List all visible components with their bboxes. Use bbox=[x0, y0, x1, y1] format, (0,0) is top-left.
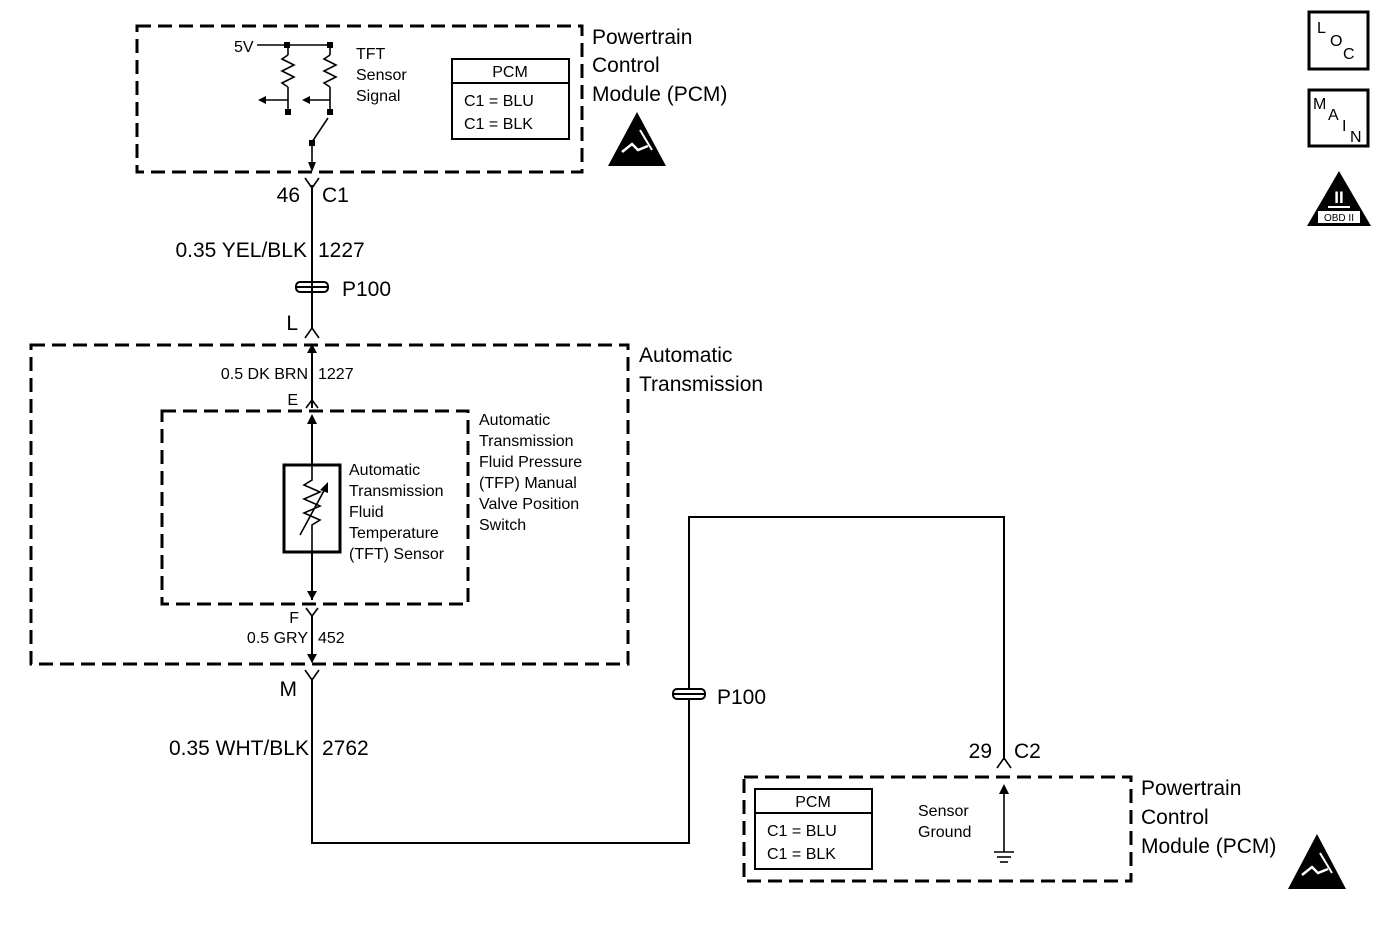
p100-upper-label: P100 bbox=[342, 278, 391, 301]
p100-lower-pass-through bbox=[672, 688, 706, 700]
loc-icon: L O C bbox=[1307, 10, 1370, 71]
tfp-switch-line-1: Automatic bbox=[479, 412, 550, 429]
dk-brn-wire-circuit: 1227 bbox=[318, 366, 354, 383]
tft-sensor-line-2: Transmission bbox=[349, 483, 444, 500]
tfp-switch-boundary bbox=[160, 409, 470, 606]
pcm-top-boundary bbox=[135, 24, 584, 174]
c1-connector-label: C1 bbox=[322, 184, 349, 207]
terminal-f-symbol bbox=[305, 607, 319, 618]
pullup-resistor-network bbox=[257, 42, 338, 172]
tft-signal-line-2: Sensor bbox=[356, 67, 407, 84]
tft-signal-line-1: TFT bbox=[356, 46, 386, 63]
loc-icon-l: L bbox=[1317, 20, 1326, 37]
c2-connector-label: C2 bbox=[1014, 740, 1041, 763]
obd-icon-label: OBD II bbox=[1324, 213, 1354, 224]
tfp-switch-line-3: Fluid Pressure bbox=[479, 454, 582, 471]
transmission-boundary bbox=[29, 343, 630, 666]
c1-connector-symbol bbox=[304, 177, 320, 190]
pcm-top-table: PCM C1 = BLU C1 = BLK bbox=[451, 58, 570, 140]
pcm-bottom-title-line-2: Control bbox=[1141, 806, 1209, 829]
tfp-switch-line-5: Valve Position bbox=[479, 496, 579, 513]
tfp-switch-line-6: Switch bbox=[479, 517, 526, 534]
lower-wire-circuit: 2762 bbox=[322, 737, 369, 760]
upper-circuit: 46 C1 0.35 YEL/BLK 1227 P100 L bbox=[175, 177, 391, 339]
esd-warning-icon bbox=[608, 112, 666, 166]
terminal-e-symbol bbox=[305, 398, 319, 409]
pcm-bottom-table-row-1: C1 = BLU bbox=[767, 823, 837, 840]
main-icon: M A I N bbox=[1307, 88, 1370, 148]
tft-sensor-line-1: Automatic bbox=[349, 462, 420, 479]
pcm-bottom-table-row-2: C1 = BLK bbox=[767, 846, 836, 863]
gry-wire-circuit: 452 bbox=[318, 630, 345, 647]
tft-thermistor-icon bbox=[282, 463, 342, 554]
pcm-bottom-table: PCM C1 = BLU C1 = BLK bbox=[754, 788, 873, 870]
ground-symbol-icon bbox=[994, 784, 1014, 863]
pcm-bottom-title-line-3: Module (PCM) bbox=[1141, 835, 1276, 858]
c2-connector-symbol bbox=[996, 756, 1012, 769]
loc-icon-o: O bbox=[1330, 33, 1342, 50]
pcm-bottom-table-header: PCM bbox=[795, 794, 831, 811]
terminal-f-label: F bbox=[289, 610, 299, 627]
loc-icon-c: C bbox=[1343, 46, 1355, 63]
esd-warning-icon-bottom bbox=[1288, 834, 1346, 889]
ground-return-wire bbox=[688, 516, 1005, 760]
tft-sensor-line-5: (TFT) Sensor bbox=[349, 546, 445, 563]
terminal-m-label: M bbox=[280, 678, 298, 701]
pcm-bottom-boundary bbox=[742, 775, 1133, 883]
dk-brn-wire-spec: 0.5 DK BRN bbox=[221, 366, 308, 383]
p100-upper-pass-through bbox=[295, 281, 329, 293]
tft-sensor-line-3: Fluid bbox=[349, 504, 384, 521]
main-icon-a: A bbox=[1328, 107, 1339, 124]
transmission-assembly: Automatic Transmission 0.5 DK BRN 1227 E… bbox=[29, 343, 763, 666]
pcm-bottom-module: Powertrain Control Module (PCM) PCM C1 =… bbox=[742, 775, 1346, 889]
transmission-title-line-2: Transmission bbox=[639, 373, 763, 396]
tft-signal-line-3: Signal bbox=[356, 88, 400, 105]
obd-icon-numeral: II bbox=[1334, 188, 1343, 207]
pcm-top-title-line-2: Control bbox=[592, 54, 660, 77]
terminal-l-symbol bbox=[304, 326, 320, 339]
main-icon-m: M bbox=[1313, 96, 1326, 113]
tft-sensor-line-4: Temperature bbox=[349, 525, 439, 542]
c2-pin-number: 29 bbox=[969, 740, 992, 763]
supply-voltage-label: 5V bbox=[234, 39, 254, 56]
transmission-title-line-1: Automatic bbox=[639, 344, 732, 367]
terminal-l-label: L bbox=[286, 312, 298, 335]
pcm-bottom-title-line-1: Powertrain bbox=[1141, 777, 1241, 800]
pcm-top-table-header: PCM bbox=[492, 64, 528, 81]
upper-wire-spec: 0.35 YEL/BLK bbox=[175, 239, 307, 262]
pcm-top-module: Powertrain Control Module (PCM) 5V bbox=[135, 24, 727, 174]
sensor-ground-line-2: Ground bbox=[918, 824, 971, 841]
main-icon-n: N bbox=[1350, 129, 1362, 146]
terminal-e-label: E bbox=[287, 392, 298, 409]
lower-circuit: M 0.35 WHT/BLK 2762 P100 29 C2 bbox=[169, 516, 1041, 844]
tfp-switch-line-4: (TFP) Manual bbox=[479, 475, 577, 492]
pcm-top-title-line-1: Powertrain bbox=[592, 26, 692, 49]
upper-wire-circuit: 1227 bbox=[318, 239, 365, 262]
pcm-top-table-row-1: C1 = BLU bbox=[464, 93, 534, 110]
wht-blk-wire bbox=[311, 678, 690, 844]
main-icon-i: I bbox=[1342, 118, 1346, 135]
lower-wire-spec: 0.35 WHT/BLK bbox=[169, 737, 309, 760]
tfp-switch-line-2: Transmission bbox=[479, 433, 574, 450]
sensor-ground-line-1: Sensor bbox=[918, 803, 969, 820]
c1-pin-number: 46 bbox=[277, 184, 300, 207]
pcm-top-title-line-3: Module (PCM) bbox=[592, 83, 727, 106]
obd-ii-icon: II OBD II bbox=[1307, 171, 1371, 226]
pcm-top-table-row-2: C1 = BLK bbox=[464, 116, 533, 133]
p100-lower-label: P100 bbox=[717, 686, 766, 709]
gry-wire-spec: 0.5 GRY bbox=[247, 630, 308, 647]
